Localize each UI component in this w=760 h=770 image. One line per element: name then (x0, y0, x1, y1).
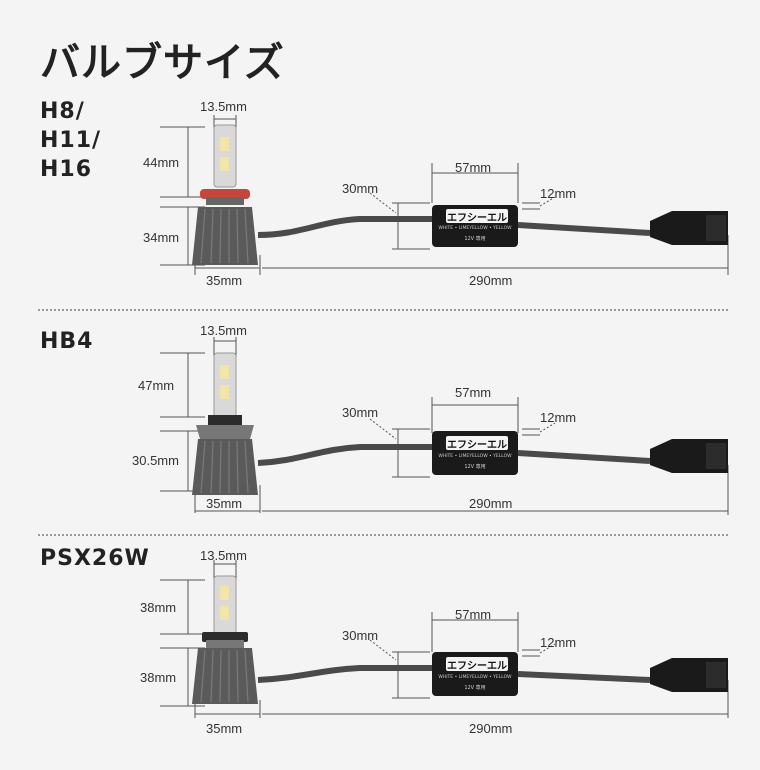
controller-logo: エフシーエル (447, 440, 507, 451)
bulb-type-line: HB4 (40, 329, 94, 354)
dim-led-height: 47mm (138, 378, 175, 393)
bulb-type-label: H8/ H11/ H16 (40, 97, 101, 184)
dim-led-height: 44mm (143, 155, 180, 170)
bulb-type-line: PSX26W (40, 546, 150, 571)
dim-cable-length: 290mm (469, 721, 513, 736)
bulb-type-label: HB4 (40, 327, 94, 356)
dim-led-height: 38mm (140, 600, 177, 615)
dim-body-width: 35mm (206, 721, 243, 736)
page-title: バルブサイズ (40, 40, 285, 86)
dim-ctrl-width: 57mm (455, 160, 492, 175)
controller-logo: エフシーエル (447, 213, 507, 224)
section-hb4: HB4 (0, 315, 760, 545)
bulb-type-line: H8/ (40, 99, 85, 124)
dim-led-width: 13.5mm (200, 548, 247, 563)
dim-ctrl-thick: 12mm (540, 186, 577, 201)
dim-ctrl-width: 57mm (455, 607, 492, 622)
dim-led-width: 13.5mm (200, 99, 247, 114)
controller-text: WHITE • LIMEYELLOW • YELLOW (438, 675, 512, 680)
dim-ctrl-height: 30mm (342, 405, 379, 420)
dim-body-width: 35mm (206, 496, 243, 511)
bulb-diagram (160, 115, 729, 275)
controller-logo: エフシーエル (447, 661, 507, 672)
bulb-type-line: H11/ (40, 128, 102, 153)
dim-body-height: 34mm (143, 230, 180, 245)
dim-body-width: 35mm (206, 273, 243, 288)
bulb-type-label: PSX26W (40, 544, 150, 573)
dim-led-width: 13.5mm (200, 323, 247, 338)
dim-body-height: 38mm (140, 670, 177, 685)
section-psx26w: PSX26W (0, 540, 760, 770)
bulb-diagram (160, 560, 729, 718)
controller-text: WHITE • LIMEYELLOW • YELLOW (438, 226, 512, 231)
dim-ctrl-width: 57mm (455, 385, 492, 400)
dim-cable-length: 290mm (469, 496, 513, 511)
controller-text: 12V 専用 (464, 464, 486, 470)
bulb-type-line: H16 (40, 157, 93, 182)
controller-text: WHITE • LIMEYELLOW • YELLOW (438, 454, 512, 459)
dim-ctrl-thick: 12mm (540, 635, 577, 650)
dim-body-height: 30.5mm (132, 453, 179, 468)
divider (38, 309, 728, 311)
controller-text: 12V 専用 (464, 236, 486, 242)
controller-text: 12V 専用 (464, 685, 486, 691)
divider (38, 534, 728, 536)
section-h8-h11-h16: H8/ H11/ H16 (0, 85, 760, 315)
dim-ctrl-thick: 12mm (540, 410, 577, 425)
dim-ctrl-height: 30mm (342, 628, 379, 643)
dim-ctrl-height: 30mm (342, 181, 379, 196)
dim-cable-length: 290mm (469, 273, 513, 288)
bulb-diagram (160, 337, 729, 515)
